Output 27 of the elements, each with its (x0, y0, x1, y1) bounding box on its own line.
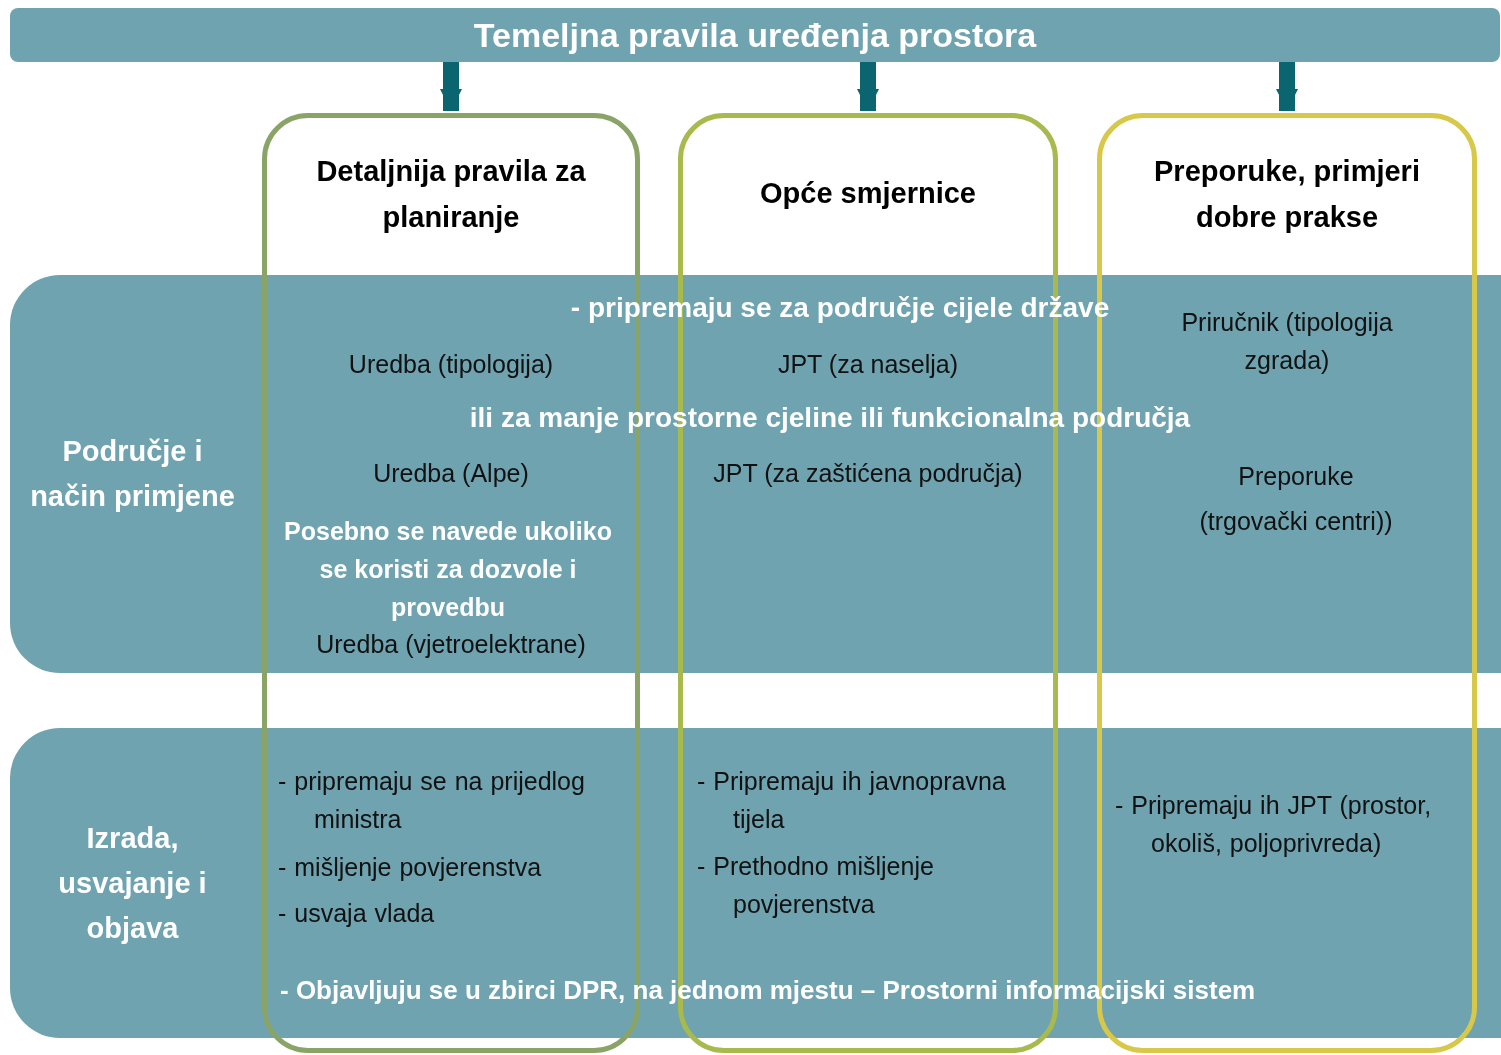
list-item: - Prethodno mišljenje povjerenstva (697, 851, 935, 920)
column-heading: Preporuke, primjeri dobre prakse (1153, 154, 1421, 235)
note-text: JPT (za naselja) (776, 349, 960, 380)
row-band (10, 728, 1501, 1038)
column-heading: Detaljnija pravila za planiranje (315, 154, 587, 235)
arrow (1276, 62, 1298, 111)
title-text: Temeljna pravila uređenja prostora (472, 15, 1038, 55)
note-text: (trgovački centri)) (1198, 506, 1394, 537)
list-item: - mišljenje povjerenstva (278, 852, 543, 883)
row-heading: Područje i način primjene (30, 434, 235, 514)
list-item: - Pripremaju ih JPT (prostor, okoliš, poljoprivreda) (1115, 790, 1433, 859)
arrow (440, 62, 462, 111)
list-item: - Pripremaju ih javnopravna tijela (697, 766, 1007, 835)
note-text: Uredba (vjetroelektrane) (315, 629, 587, 660)
arrow (857, 62, 879, 111)
column-heading: Opće smjernice (759, 176, 977, 211)
note-text: Posebno se navede ukoliko se koristi za dozvole i provedbu (284, 516, 612, 623)
note-text: Priručnik (tipologija zgrada) (1180, 307, 1394, 376)
list-item: - pripremaju se na prijedlog ministra (278, 766, 586, 835)
note-text: Preporuke (1237, 461, 1355, 492)
row-heading: Izrada, usvajanje i objava (57, 820, 208, 946)
row-band (10, 275, 1501, 673)
note-text: JPT (za zaštićena područja) (712, 458, 1024, 489)
list-item: - usvaja vlada (278, 898, 436, 929)
title-band (10, 8, 1500, 62)
note-text: Uredba (tipologija) (347, 349, 555, 380)
note-text: Uredba (Alpe) (372, 458, 530, 489)
